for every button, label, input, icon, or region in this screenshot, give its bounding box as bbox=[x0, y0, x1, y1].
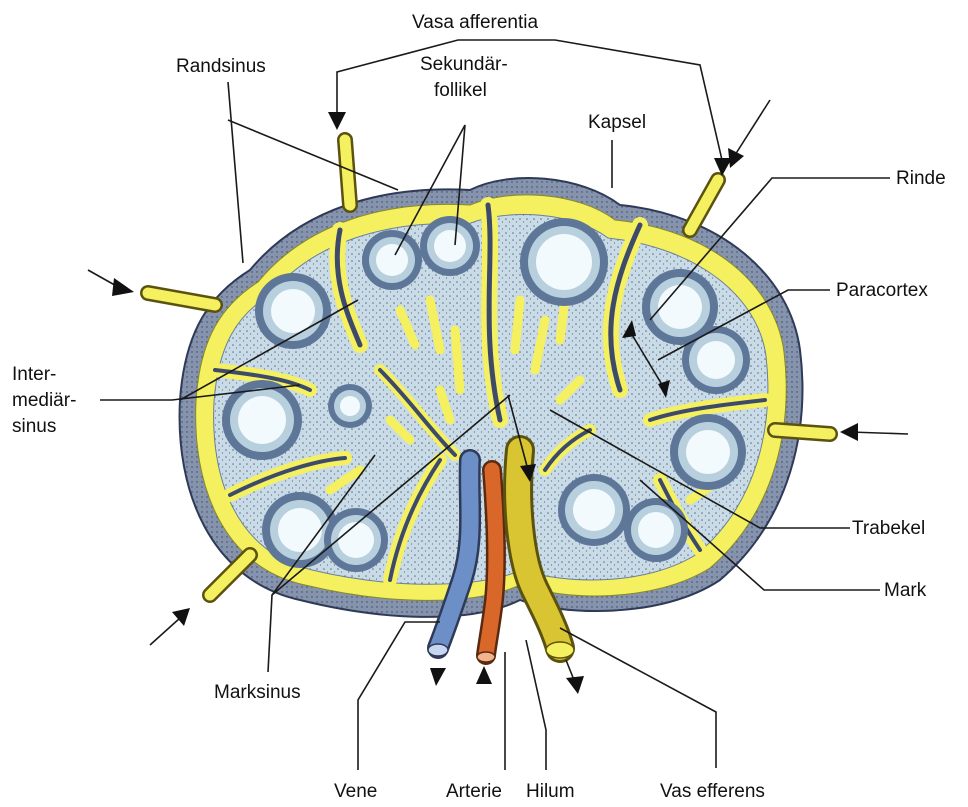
arrow-icon bbox=[88, 270, 134, 296]
label-rinde: Rinde bbox=[896, 168, 946, 189]
label-sekundaerfollikel-line2: follikel bbox=[434, 80, 487, 101]
label-vene: Vene bbox=[334, 781, 377, 802]
follicle bbox=[324, 508, 388, 572]
label-trabekel: Trabekel bbox=[852, 518, 925, 539]
label-kapsel: Kapsel bbox=[588, 112, 646, 133]
label-paracortex: Paracortex bbox=[836, 280, 928, 301]
label-hilum: Hilum bbox=[526, 781, 575, 802]
arrow-icon bbox=[840, 423, 908, 441]
afferent-vessel-right bbox=[775, 430, 830, 434]
arrow-icon bbox=[728, 100, 770, 168]
afferent-vessel-top-right bbox=[690, 180, 718, 230]
afferent-vessel-top-left bbox=[345, 140, 350, 205]
arrow-icon bbox=[566, 660, 584, 694]
arrow-icon bbox=[555, 40, 732, 176]
label-arterie: Arterie bbox=[446, 781, 502, 802]
arrow-icon bbox=[476, 666, 492, 684]
label-intermediaersinus-line1: Inter- bbox=[12, 364, 56, 385]
follicle bbox=[362, 230, 422, 290]
follicle bbox=[558, 474, 630, 546]
follicle bbox=[255, 273, 331, 349]
arrow-icon bbox=[150, 608, 190, 645]
label-mark: Mark bbox=[884, 580, 927, 601]
label-vas-efferens: Vas efferens bbox=[660, 781, 765, 802]
follicle bbox=[520, 218, 608, 306]
arrow-icon bbox=[328, 112, 346, 130]
label-marksinus: Marksinus bbox=[214, 682, 301, 703]
follicle bbox=[420, 216, 480, 276]
label-intermediaersinus-line2: mediär- bbox=[12, 390, 76, 411]
follicle bbox=[624, 498, 688, 562]
afferent-vessel-left bbox=[148, 293, 215, 305]
arrow-icon bbox=[430, 668, 446, 686]
label-randsinus: Randsinus bbox=[176, 56, 266, 77]
label-vasa-afferentia: Vasa afferentia bbox=[412, 12, 538, 33]
label-sekundaerfollikel-line1: Sekundär- bbox=[420, 54, 508, 75]
follicle bbox=[328, 384, 372, 428]
follicle bbox=[682, 326, 750, 394]
label-intermediaersinus-line3: sinus bbox=[12, 416, 56, 437]
follicle bbox=[670, 414, 746, 490]
